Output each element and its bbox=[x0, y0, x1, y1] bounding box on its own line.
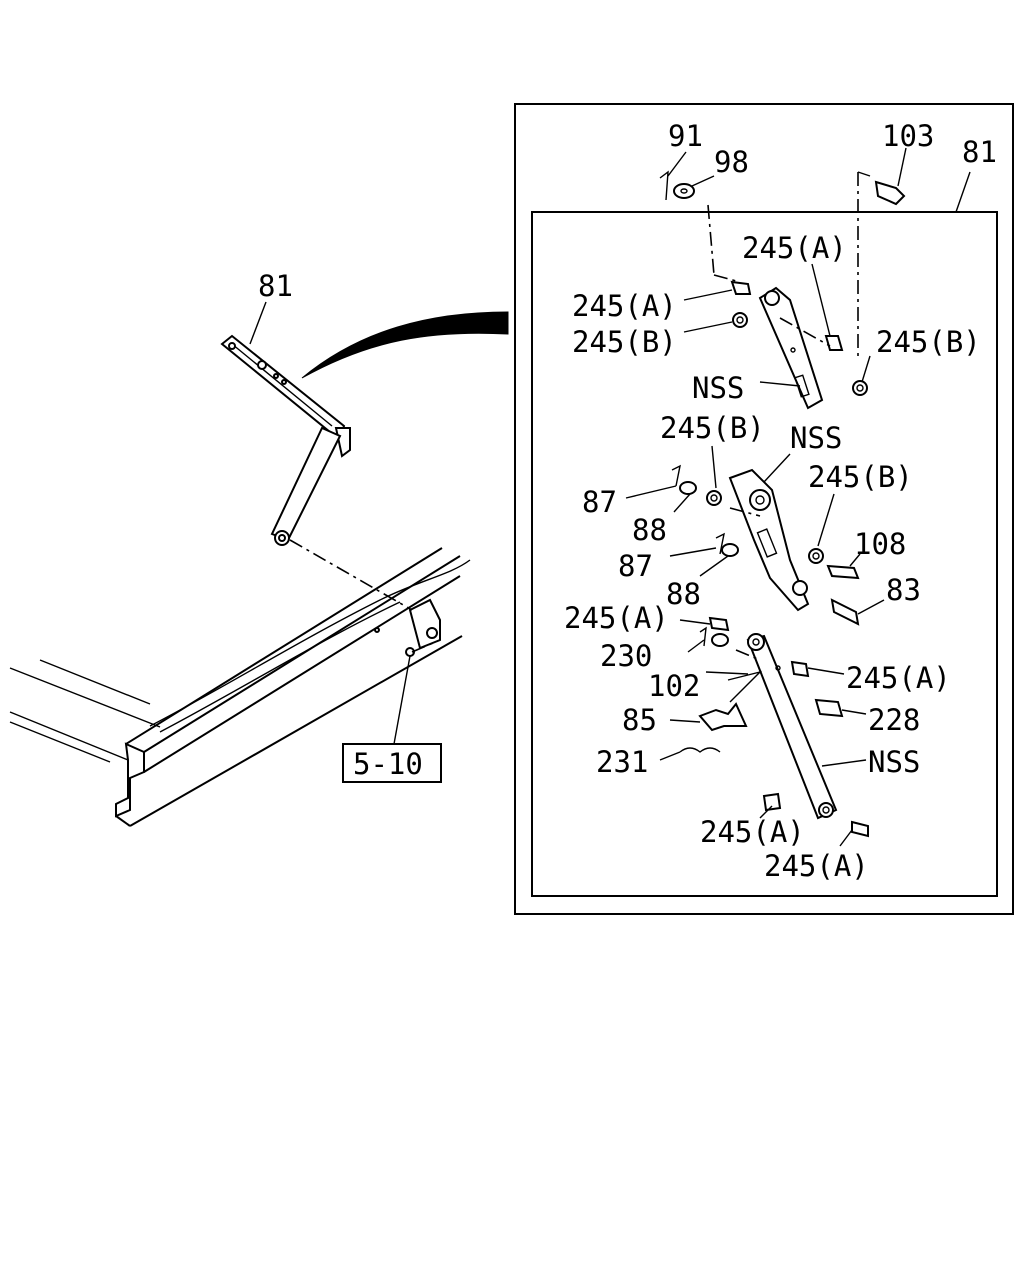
label-81-overview: 81 bbox=[258, 269, 293, 303]
detail-inner-border bbox=[531, 211, 998, 897]
label-87-2: 87 bbox=[618, 549, 653, 583]
detail-pointer-arrow bbox=[301, 311, 509, 379]
label-83: 83 bbox=[886, 573, 921, 607]
label-103: 103 bbox=[882, 119, 934, 153]
reference-box[interactable] bbox=[342, 743, 442, 783]
label-102: 102 bbox=[648, 669, 700, 703]
label-231: 231 bbox=[596, 745, 648, 779]
label-88-1: 88 bbox=[632, 513, 667, 547]
label-245a-1: 245(A) bbox=[742, 231, 847, 265]
label-81-detail: 81 bbox=[962, 135, 997, 169]
frame-rail-drawing bbox=[9, 539, 471, 827]
label-nss-3: NSS bbox=[868, 745, 920, 779]
lever-assembly-overview bbox=[220, 334, 351, 546]
label-108: 108 bbox=[854, 527, 906, 561]
label-245b-2: 245(B) bbox=[876, 325, 981, 359]
detail-labels: 91 98 103 81 245(A) 245(A) 245(B) 245(B)… bbox=[564, 119, 997, 883]
label-228: 228 bbox=[868, 703, 920, 737]
label-245a-2: 245(A) bbox=[572, 289, 677, 323]
label-245a-4: 245(A) bbox=[846, 661, 951, 695]
label-245a-5: 245(A) bbox=[700, 815, 805, 849]
label-245b-3: 245(B) bbox=[660, 411, 765, 445]
label-245a-6: 245(A) bbox=[764, 849, 869, 883]
leader-lines bbox=[625, 147, 971, 847]
detail-parts bbox=[659, 170, 906, 838]
reference-box-label: 5-10 bbox=[353, 747, 423, 781]
label-nss-2: NSS bbox=[790, 421, 842, 455]
label-245b-1: 245(B) bbox=[572, 325, 677, 359]
label-245a-3: 245(A) bbox=[564, 601, 669, 635]
label-245b-4: 245(B) bbox=[808, 460, 913, 494]
label-230: 230 bbox=[600, 639, 652, 673]
label-nss-1: NSS bbox=[692, 371, 744, 405]
label-87-1: 87 bbox=[582, 485, 617, 519]
detail-outer-border bbox=[514, 103, 1014, 915]
label-91: 91 bbox=[668, 119, 703, 153]
label-98: 98 bbox=[714, 145, 749, 179]
label-85: 85 bbox=[622, 703, 657, 737]
label-88-2: 88 bbox=[666, 577, 701, 611]
